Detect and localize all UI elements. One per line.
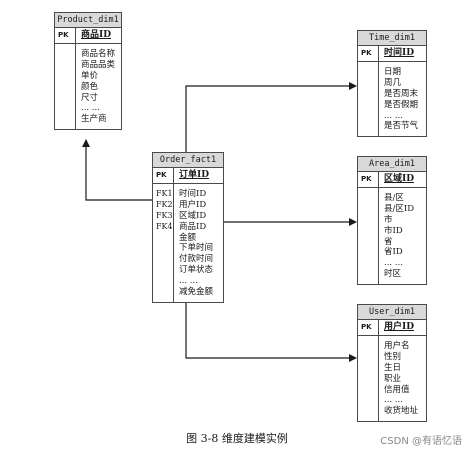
attribute: 订单状态 [179,265,214,276]
pk-label: PK [55,28,76,43]
primary-key-row: PK 区域ID [358,172,426,188]
attribute: 生日 [384,362,402,373]
attribute-list: 时间ID 用户ID 区域ID 商品ID 金额 下单时间 付款时间 订单状态 ..… [174,184,213,302]
attribute: 单价 [81,70,99,81]
attribute: 是否假期 [384,99,419,110]
entity-user-dim: User_dim1 PK 用户ID 用户名 性别 生日 职业 信用值 ... .… [357,304,427,423]
attribute: 是否周末 [384,88,419,99]
attribute: 时区 [384,269,402,280]
entity-area-dim: Area_dim1 PK 区域ID 县/区 县/区ID 市 市ID 省 省ID … [357,156,427,286]
entity-body: 县/区 县/区ID 市 市ID 省 省ID ... ... 时区 [358,188,426,285]
entity-product-dim: Product_dim1 PK 商品ID 商品名称 商品品类 单价 颜色 尺寸 … [54,12,122,131]
primary-key-row: PK 商品ID [55,28,121,44]
attribute: 县/区ID [384,203,415,214]
attribute-list: 用户名 性别 生日 职业 信用值 ... ... 收货地址 [379,336,418,421]
pk-field: 时间ID [384,48,415,58]
pk-label: PK [153,168,174,183]
fk-label: FK1 [156,189,173,198]
attribute: 省ID [384,247,403,258]
attribute: 周几 [384,77,402,88]
attribute: 日期 [384,67,402,77]
entity-title: Product_dim1 [55,13,121,28]
figure-caption: 图 3-8 维度建模实例 [186,432,288,445]
attribute: ... ... [384,395,403,406]
attribute: 减免金额 [179,287,214,298]
foreign-key-column: FK1 FK2 FK3 FK4 [153,184,174,302]
attribute: 职业 [384,373,402,384]
attribute: 县/区 [384,193,404,203]
attribute: 市ID [384,225,403,236]
pk-field: 用户ID [384,322,415,332]
pk-field: 商品ID [81,30,112,40]
pk-label: PK [358,320,379,335]
fk-label: FK2 [156,199,173,209]
attribute-list: 日期 周几 是否周末 是否假期 ... ... 是否节气 [379,62,418,136]
attribute: 省 [384,236,393,247]
key-column [358,336,379,422]
entity-body: FK1 FK2 FK3 FK4 时间ID 用户ID 区域ID 商品ID 金额 下… [153,184,223,302]
key-column [358,188,379,285]
attribute: 用户名 [384,341,410,351]
connector-order-user [185,302,357,362]
pk-label: PK [358,172,379,187]
entity-body: 用户名 性别 生日 职业 信用值 ... ... 收货地址 [358,336,426,422]
attribute: 生产商 [81,114,107,125]
fk-label: FK4 [156,221,173,231]
attribute: ... ... [384,110,403,121]
entity-title: User_dim1 [358,305,426,320]
attribute: 用户ID [179,199,207,210]
pk-field: 订单ID [179,170,210,180]
pk-field: 区域ID [384,174,415,184]
entity-order-fact: Order_fact1 PK 订单ID FK1 FK2 FK3 FK4 时间ID… [152,152,224,303]
attribute: 下单时间 [179,243,214,254]
attribute: 是否节气 [384,121,419,132]
watermark: CSDN @有语忆语 [380,436,462,447]
attribute-list: 县/区 县/区ID 市 市ID 省 省ID ... ... 时区 [379,188,414,284]
key-column [358,62,379,137]
attribute: 商品ID [179,221,207,232]
entity-title: Area_dim1 [358,157,426,172]
attribute: 市 [384,214,393,225]
fk-label: FK3 [156,210,173,220]
entity-body: 商品名称 商品品类 单价 颜色 尺寸 ... ... 生产商 [55,44,121,130]
attribute: 商品品类 [81,59,116,70]
attribute: 颜色 [81,81,99,92]
connector-order-time [185,82,357,152]
connector-order-product [82,139,152,201]
attribute: 金额 [179,232,197,243]
attribute: 商品名称 [81,49,116,59]
attribute: ... ... [81,103,100,114]
attribute: 尺寸 [81,92,99,103]
entity-title: Time_dim1 [358,31,426,46]
attribute: 信用值 [384,384,410,395]
attribute: 收货地址 [384,406,419,417]
pk-label: PK [358,46,379,61]
attribute: 区域ID [179,210,207,221]
entity-body: 日期 周几 是否周末 是否假期 ... ... 是否节气 [358,62,426,137]
entity-time-dim: Time_dim1 PK 时间ID 日期 周几 是否周末 是否假期 ... ..… [357,30,427,138]
primary-key-row: PK 用户ID [358,320,426,336]
attribute: 时间ID [179,189,207,199]
attribute: 付款时间 [179,254,214,265]
attribute: ... ... [179,276,198,287]
primary-key-row: PK 时间ID [358,46,426,62]
entity-title: Order_fact1 [153,153,223,168]
primary-key-row: PK 订单ID [153,168,223,184]
attribute: ... ... [384,258,403,269]
attribute-list: 商品名称 商品品类 单价 颜色 尺寸 ... ... 生产商 [76,44,115,129]
key-column [55,44,76,130]
attribute: 性别 [384,351,402,362]
